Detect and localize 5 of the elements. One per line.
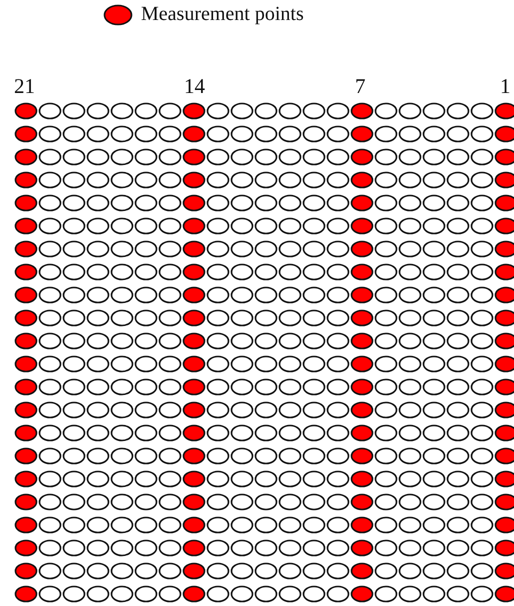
column-number: 7 [355,74,366,98]
column-number: 21 [14,74,35,98]
legend-label: Measurement points [141,3,304,26]
column-number: 14 [184,74,205,98]
column-number: 1 [500,74,510,98]
